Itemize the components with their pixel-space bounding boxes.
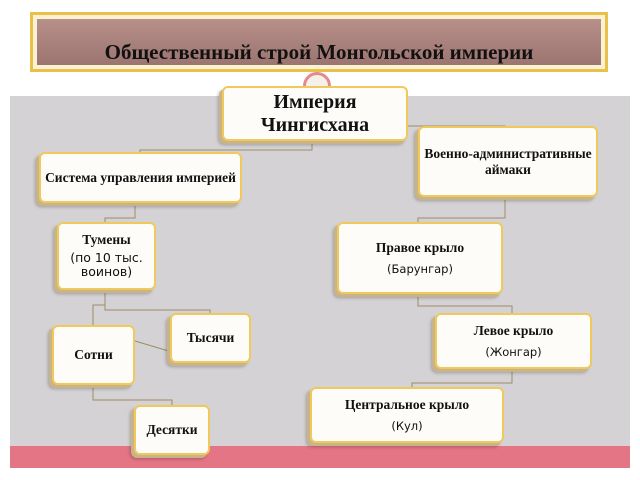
node-right-wing-label: Правое крыло xyxy=(375,240,465,256)
node-left-wing: Левое крыло (Жонгар) xyxy=(435,313,592,369)
node-left-wing-label: Левое крыло xyxy=(473,323,554,339)
node-governance: Система управления империей xyxy=(39,152,242,203)
node-tens-label: Десятки xyxy=(146,422,198,438)
connector-tumens-hundreds xyxy=(92,290,106,328)
title-frame: Общественный строй Монгольской империи xyxy=(30,12,608,72)
node-governance-label: Система управления империей xyxy=(45,169,236,185)
node-center-wing-note: (Кул) xyxy=(391,418,423,433)
node-thousands: Тысячи xyxy=(170,313,251,363)
node-right-wing: Правое крыло (Барунгар) xyxy=(337,222,503,294)
node-tumens: Тумены (по 10 тыс. воинов) xyxy=(57,222,156,290)
connector-hundreds-thousands xyxy=(134,340,173,353)
node-tens: Десятки xyxy=(134,405,210,455)
page-title: Общественный строй Монгольской империи xyxy=(104,39,534,64)
node-military-aimaki: Военно-административные аймаки xyxy=(418,126,598,197)
node-center-wing-label: Центральное крыло xyxy=(344,397,470,413)
node-right-wing-note: (Барунгар) xyxy=(387,261,453,276)
node-hundreds: Сотни xyxy=(52,325,135,385)
connector-governance-tumens xyxy=(104,203,136,225)
connector-hundreds-tens xyxy=(92,385,173,408)
node-empire: Империя Чингисхана xyxy=(222,86,408,141)
node-tumens-note: (по 10 тыс. воинов) xyxy=(70,249,143,280)
node-military-aimaki-label: Военно-административные аймаки xyxy=(424,145,592,177)
node-empire-label: Империя Чингисхана xyxy=(260,90,370,136)
title-bar: Общественный строй Монгольской империи xyxy=(37,19,601,65)
node-tumens-label: Тумены xyxy=(82,232,131,248)
node-hundreds-label: Сотни xyxy=(74,347,113,363)
node-thousands-label: Тысячи xyxy=(186,330,235,346)
connector-left-center xyxy=(411,369,513,390)
node-left-wing-note: (Жонгар) xyxy=(485,344,542,359)
node-center-wing: Центральное крыло (Кул) xyxy=(310,387,504,443)
connector-aimaki-right xyxy=(417,197,506,225)
connector-right-left xyxy=(417,290,513,316)
